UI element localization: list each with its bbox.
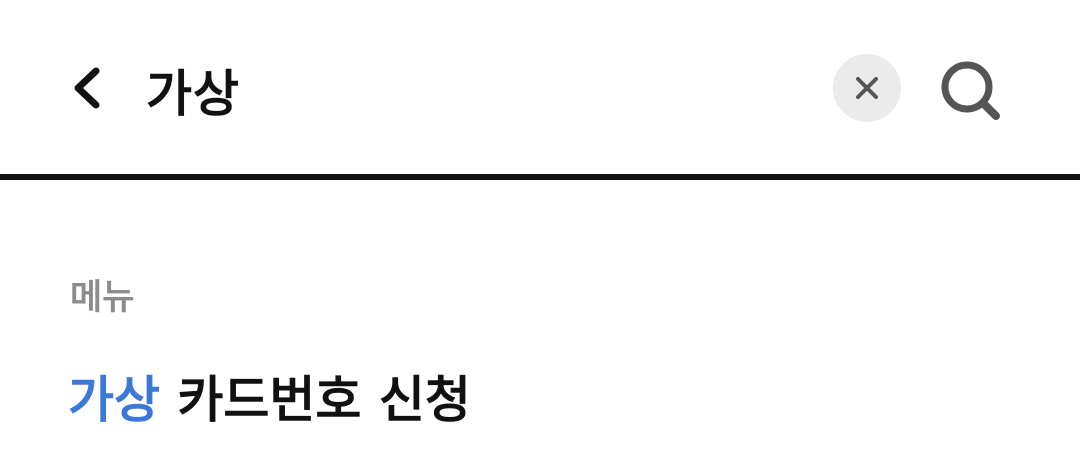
back-button[interactable] (58, 56, 122, 120)
search-icon (941, 61, 1000, 120)
search-button[interactable] (932, 52, 1008, 128)
search-input[interactable] (146, 50, 806, 130)
result-match-highlight: 가상 (68, 371, 160, 429)
chevron-left-icon (74, 67, 100, 109)
clear-search-button[interactable] (833, 54, 901, 122)
result-item-virtual-card-number-application[interactable]: 가상 카드번호 신청 (68, 362, 471, 438)
search-bar (0, 0, 1080, 174)
result-item-label: 카드번호 신청 (160, 371, 471, 429)
close-icon (856, 77, 878, 99)
search-bar-divider (0, 174, 1080, 180)
section-label-menu: 메뉴 (70, 278, 135, 318)
